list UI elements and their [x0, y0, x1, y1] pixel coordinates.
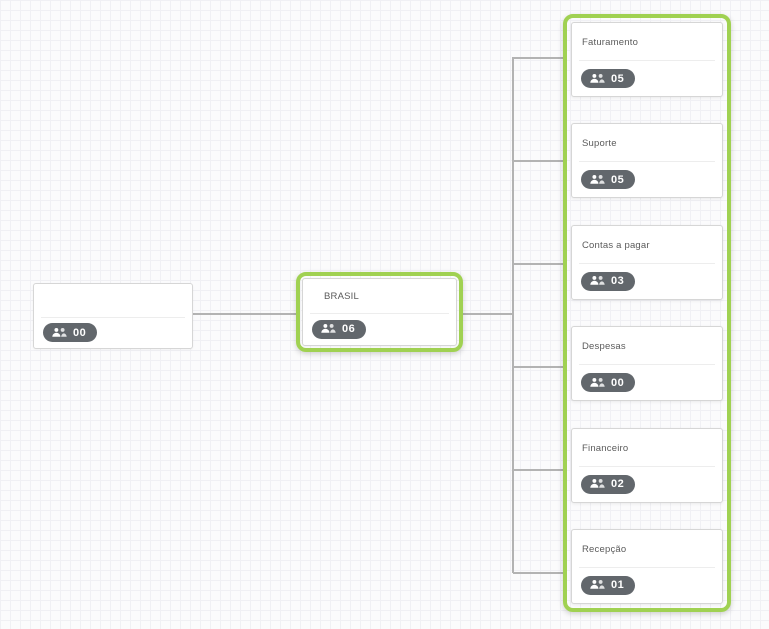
users-icon	[590, 73, 605, 85]
users-icon	[52, 327, 67, 339]
node-suporte[interactable]: Suporte 05	[571, 123, 723, 199]
node-title: Despesas	[582, 341, 626, 353]
users-icon	[590, 478, 605, 490]
member-count: 02	[611, 478, 625, 491]
node-recepcao[interactable]: Recepção 01	[571, 528, 723, 604]
node-divider	[579, 161, 715, 163]
node-divider	[310, 312, 449, 314]
node-title: Recepção	[582, 543, 627, 555]
member-count: 00	[73, 326, 87, 339]
connector-trunk	[512, 57, 514, 573]
selection-highlight-parent: BRASIL 06	[296, 272, 463, 352]
connector-stub-6	[513, 572, 563, 574]
node-title: Financeiro	[582, 442, 629, 454]
users-icon	[590, 579, 605, 591]
node-divider	[579, 60, 715, 61]
member-count-badge[interactable]: 00	[43, 323, 98, 343]
member-count-badge[interactable]: 03	[581, 271, 636, 291]
node-contas-a-pagar[interactable]: Contas a pagar 03	[571, 224, 723, 300]
users-icon	[590, 174, 605, 186]
node-title	[34, 284, 192, 317]
users-icon	[590, 377, 605, 389]
node-despesas[interactable]: Despesas 00	[571, 326, 723, 402]
node-divider	[579, 566, 715, 568]
member-count: 05	[611, 72, 625, 85]
users-icon	[590, 275, 605, 287]
member-count: 03	[611, 275, 625, 288]
node-divider	[41, 316, 185, 318]
connector-stub-5	[513, 469, 563, 471]
connector-stub-1	[513, 57, 563, 59]
node-title: Suporte	[582, 138, 617, 150]
member-count-badge[interactable]: 06	[312, 319, 367, 339]
users-icon	[321, 323, 336, 335]
member-count: 06	[342, 323, 356, 336]
node-divider	[579, 262, 715, 264]
node-divider	[579, 465, 715, 467]
member-count-badge[interactable]: 05	[581, 69, 636, 88]
node-root[interactable]: 00	[33, 283, 193, 349]
selection-highlight-children: Faturamento 05 Suporte	[563, 14, 731, 612]
connector-root-to-parent	[192, 313, 296, 315]
node-brasil[interactable]: BRASIL 06	[302, 278, 457, 346]
connector-stub-2	[513, 160, 563, 162]
node-title: Contas a pagar	[582, 239, 650, 251]
node-title: BRASIL	[324, 291, 359, 303]
member-count: 00	[611, 376, 625, 389]
member-count-badge[interactable]: 01	[581, 575, 636, 595]
node-divider	[579, 364, 715, 366]
node-title: Faturamento	[582, 37, 639, 48]
node-faturamento[interactable]: Faturamento 05	[571, 22, 723, 97]
connector-stub-3	[513, 263, 563, 265]
node-financeiro[interactable]: Financeiro 02	[571, 427, 723, 503]
member-count-badge[interactable]: 00	[581, 373, 636, 393]
member-count: 05	[611, 173, 625, 186]
connector-parent-to-trunk	[462, 313, 513, 315]
member-count-badge[interactable]: 05	[581, 170, 636, 190]
member-count: 01	[611, 579, 625, 592]
member-count-badge[interactable]: 02	[581, 474, 636, 494]
connector-stub-4	[513, 366, 563, 368]
